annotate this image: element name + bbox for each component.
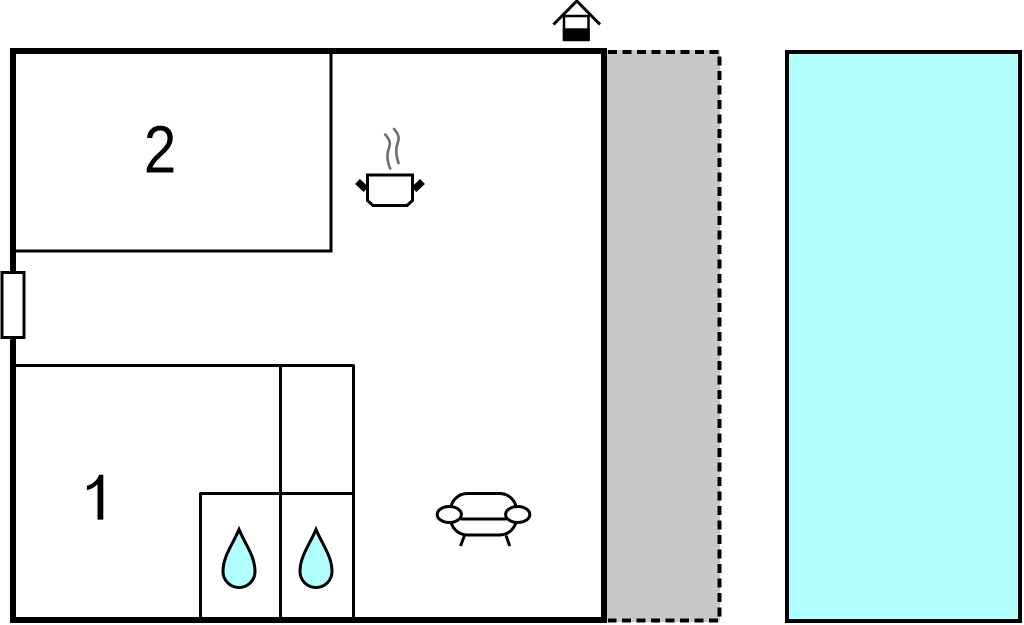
svg-text:2: 2 <box>144 113 177 188</box>
